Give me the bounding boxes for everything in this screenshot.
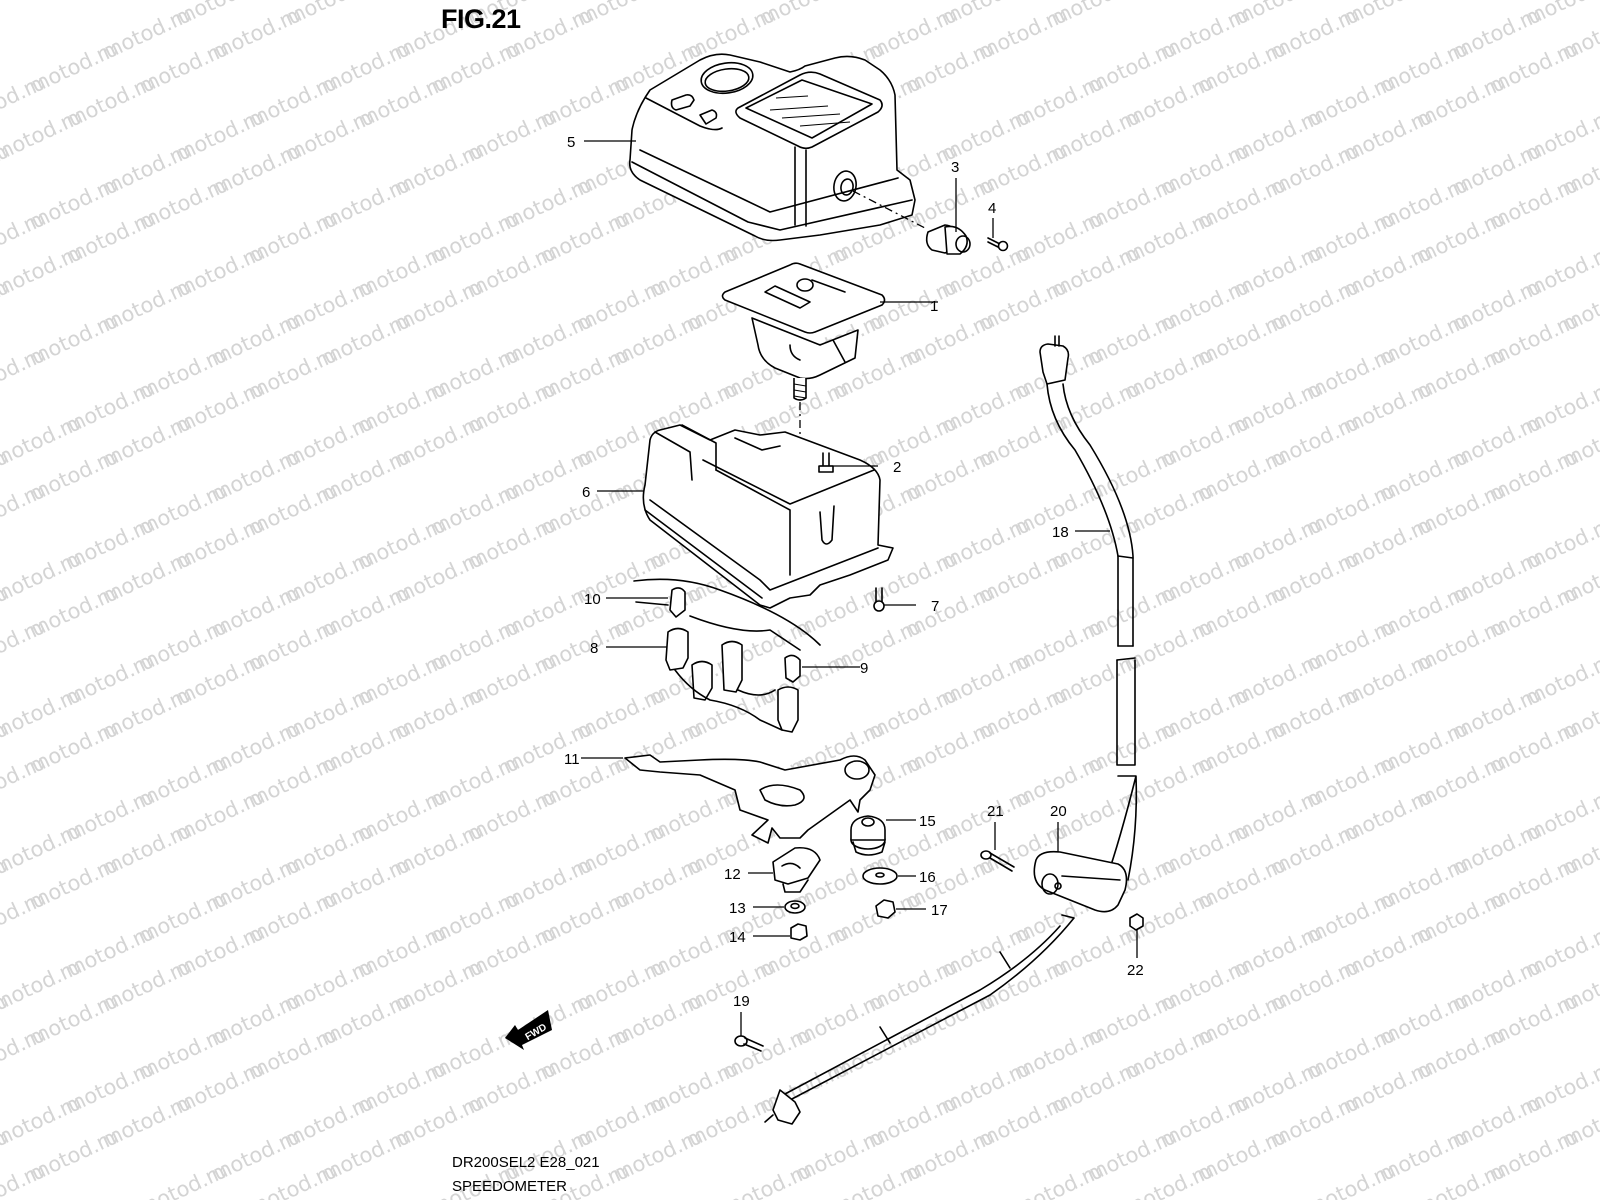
callout-19: 19 <box>733 993 750 1010</box>
callout-9: 9 <box>860 660 868 677</box>
fwd-direction-indicator: FWD <box>505 1010 552 1050</box>
part-17-nut[interactable] <box>875 899 896 919</box>
part-1-meter-bracket[interactable] <box>721 262 886 401</box>
part-8-bulb-socket[interactable] <box>665 627 799 733</box>
model-code: DR200SEL2 E28_021 <box>452 1154 600 1171</box>
part-3-cable-fitting[interactable] <box>925 224 971 255</box>
callout-3: 3 <box>951 159 959 176</box>
callout-8: 8 <box>590 640 598 657</box>
part-21-bolt[interactable] <box>980 850 1015 872</box>
part-11-mounting-bracket[interactable] <box>624 754 876 844</box>
part-9-bulb[interactable] <box>784 654 801 683</box>
wire-harness <box>633 578 821 646</box>
callout-22: 22 <box>1127 962 1144 979</box>
part-4-screw[interactable] <box>987 237 1009 252</box>
part-15-cushion[interactable] <box>850 815 886 856</box>
part-18-speedometer-cable[interactable] <box>764 335 1138 1125</box>
callout-12: 12 <box>724 866 741 883</box>
callout-1: 1 <box>930 298 938 315</box>
callout-15: 15 <box>919 813 936 830</box>
fwd-arrow-icon <box>505 1010 552 1050</box>
part-19-screw[interactable] <box>734 1035 764 1052</box>
part-2-screw[interactable] <box>818 452 834 473</box>
part-13-washer[interactable] <box>784 900 806 914</box>
assembly-axis-line <box>852 190 926 229</box>
part-20-cable-guide[interactable] <box>1033 850 1128 913</box>
callout-10: 10 <box>584 591 601 608</box>
part-12-clamp[interactable] <box>772 846 821 893</box>
part-14-nut[interactable] <box>790 923 808 941</box>
leader-lines <box>581 140 1138 1036</box>
callout-2: 2 <box>893 459 901 476</box>
callout-18: 18 <box>1052 524 1069 541</box>
part-22-nut[interactable] <box>1129 913 1144 931</box>
callout-6: 6 <box>582 484 590 501</box>
callout-17: 17 <box>931 902 948 919</box>
callout-7: 7 <box>931 598 939 615</box>
callout-21: 21 <box>987 803 1004 820</box>
figure-title: FIG.21 <box>441 4 521 34</box>
callout-labels: 1 2 3 4 5 6 7 8 9 10 11 12 13 14 15 16 1… <box>564 134 1144 1010</box>
part-7-screw[interactable] <box>873 587 885 612</box>
part-16-washer[interactable] <box>862 867 898 885</box>
part-5-upper-meter-case[interactable] <box>628 53 916 242</box>
callout-16: 16 <box>919 869 936 886</box>
callout-11: 11 <box>564 751 580 768</box>
callout-20: 20 <box>1050 803 1067 820</box>
callout-13: 13 <box>729 900 746 917</box>
callout-4: 4 <box>988 200 996 217</box>
part-10-bulb[interactable] <box>669 587 686 618</box>
callout-5: 5 <box>567 134 575 151</box>
figure-name: SPEEDOMETER <box>452 1178 568 1195</box>
wire-harness <box>635 601 801 651</box>
callout-14: 14 <box>729 929 746 946</box>
